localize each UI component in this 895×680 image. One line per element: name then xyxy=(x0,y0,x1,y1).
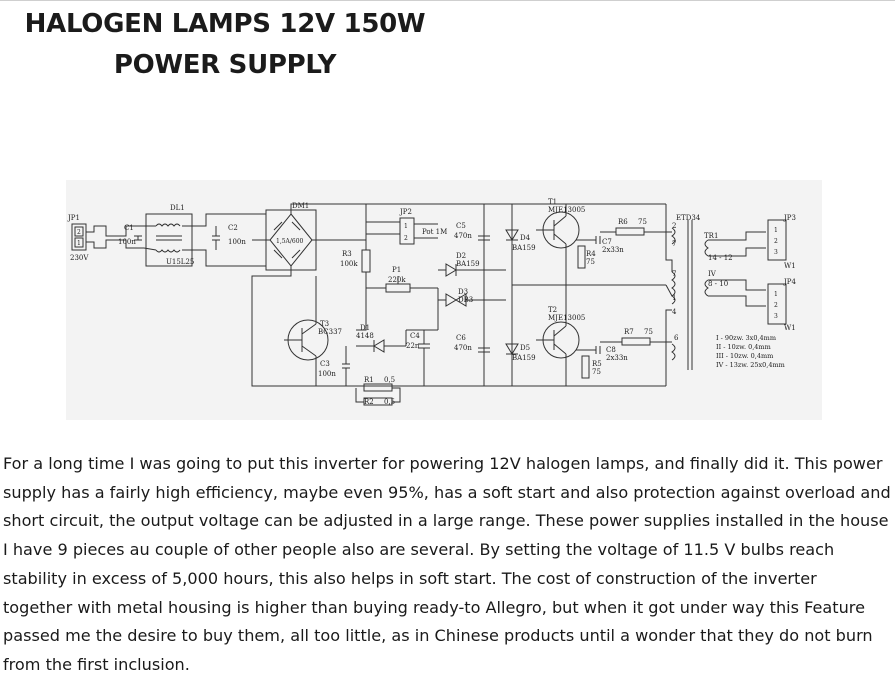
label-pin-6: 6 xyxy=(674,334,679,342)
label-c4: C4 xyxy=(410,332,420,340)
label-c7-val: 2x33n xyxy=(602,246,624,254)
label-r3-val: 100k xyxy=(340,260,358,268)
label-p1: P1 xyxy=(392,266,401,274)
label-winding-8-10: 8 - 10 xyxy=(708,280,728,288)
label-t3: T3 xyxy=(320,320,329,328)
label-c8: C8 xyxy=(606,346,616,354)
label-r5: R5 xyxy=(592,360,602,368)
jp4-pin-3: 3 xyxy=(774,313,778,320)
label-dl1: DL1 xyxy=(170,204,185,212)
label-t1: T1 xyxy=(548,198,557,206)
label-d2-val: BA159 xyxy=(456,260,480,268)
schematic-svg: JP1 2 1 230V C1 100n DL1 U15L25 C2 100n … xyxy=(67,198,797,406)
jp3-pin-2: 2 xyxy=(774,238,778,245)
article-paragraph: For a long time I was going to put this … xyxy=(3,454,891,674)
label-d3-val: DB3 xyxy=(458,296,473,304)
label-d1: D1 xyxy=(360,324,370,332)
winding-ii: II - 10zw. 0,4mm xyxy=(716,343,771,351)
title-line-2: POWER SUPPLY xyxy=(113,50,337,80)
top-border xyxy=(0,0,895,1)
label-r6-val: 75 xyxy=(638,218,647,226)
label-r3: R3 xyxy=(342,250,352,258)
label-r2: R2 xyxy=(364,398,374,406)
label-r6: R6 xyxy=(618,218,628,226)
label-c1-val: 100n xyxy=(118,238,136,246)
label-pin-2: 2 xyxy=(672,222,676,230)
label-c8-val: 2x33n xyxy=(606,354,628,362)
label-t1-val: MJE13005 xyxy=(548,206,585,214)
label-c3-val: 100n xyxy=(318,370,336,378)
label-dm1-val: 1,5A/600 xyxy=(276,238,304,245)
label-r7-val: 75 xyxy=(644,328,653,336)
label-pin-4: 4 xyxy=(672,308,677,316)
jp4-pin-1: 1 xyxy=(774,291,778,298)
label-tr1: TR1 xyxy=(704,232,718,240)
jp2-pin-2: 2 xyxy=(404,235,408,242)
label-jp4: JP4 xyxy=(783,278,797,286)
label-pin-7b: 7 xyxy=(672,270,676,278)
page-title: HALOGEN LAMPS 12V 150W POWER SUPPLY xyxy=(0,4,450,86)
label-w1-bottom: W1 xyxy=(784,324,796,332)
label-dm1: DM1 xyxy=(292,202,309,210)
label-d5-val: BA159 xyxy=(512,354,536,362)
jp1-pin-2: 2 xyxy=(77,229,81,236)
label-t2: T2 xyxy=(548,306,557,314)
label-r4: R4 xyxy=(586,250,596,258)
label-c2: C2 xyxy=(228,224,238,232)
label-d4-val: BA159 xyxy=(512,244,536,252)
label-c6: C6 xyxy=(456,334,466,342)
winding-iii: III - 10zw. 0,4mm xyxy=(716,352,773,360)
label-r1-val: 0,5 xyxy=(384,376,395,384)
label-w1-top: W1 xyxy=(784,262,796,270)
label-winding-iv: IV xyxy=(708,270,717,278)
label-r7: R7 xyxy=(624,328,634,336)
label-t3-val: BC337 xyxy=(318,328,342,336)
label-c6-val: 470n xyxy=(454,344,472,352)
label-r5-val: 75 xyxy=(592,368,601,376)
jp3-pin-1: 1 xyxy=(774,227,778,234)
label-pin-7a: 7 xyxy=(672,240,676,248)
label-jp2: JP2 xyxy=(399,208,412,216)
jp2-pin-1: 1 xyxy=(404,223,408,230)
label-c5-val: 470n xyxy=(454,232,472,240)
label-c5: C5 xyxy=(456,222,466,230)
label-jp1: JP1 xyxy=(67,214,80,222)
label-c2-val: 100n xyxy=(228,238,246,246)
winding-iv: IV - 13zw. 25x0,4mm xyxy=(716,361,785,369)
label-d1-val: 4148 xyxy=(356,332,374,340)
label-d5: D5 xyxy=(520,344,530,352)
label-t2-val: MJE13005 xyxy=(548,314,585,322)
label-c3: C3 xyxy=(320,360,330,368)
label-d3: D3 xyxy=(458,288,468,296)
label-pot: Pot 1M xyxy=(422,228,447,236)
label-etd34: ETD34 xyxy=(676,214,701,222)
winding-i: I - 90zw. 3x0,4mm xyxy=(716,334,776,342)
label-jp3: JP3 xyxy=(783,214,796,222)
label-winding-14-12: 14 - 12 xyxy=(708,254,733,262)
label-c7: C7 xyxy=(602,238,612,246)
jp4-pin-2: 2 xyxy=(774,302,778,309)
jp1-pin-1: 1 xyxy=(77,240,81,247)
label-c1: C1 xyxy=(124,224,134,232)
label-c4-val: 22n xyxy=(406,342,420,350)
label-u15l25: U15L25 xyxy=(166,258,194,266)
label-d4: D4 xyxy=(520,234,531,242)
jp3-pin-3: 3 xyxy=(774,249,778,256)
label-r2-val: 0,5 xyxy=(384,398,395,406)
label-230v: 230V xyxy=(70,254,89,262)
title-line-1: HALOGEN LAMPS 12V 150W xyxy=(24,9,426,39)
label-d2: D2 xyxy=(456,252,466,260)
label-r1: R1 xyxy=(364,376,374,384)
label-p1-val: 220k xyxy=(388,276,406,284)
circuit-schematic: JP1 2 1 230V C1 100n DL1 U15L25 C2 100n … xyxy=(66,180,822,420)
label-r4-val: 75 xyxy=(586,258,595,266)
label-pin-1: 1 xyxy=(672,294,676,302)
